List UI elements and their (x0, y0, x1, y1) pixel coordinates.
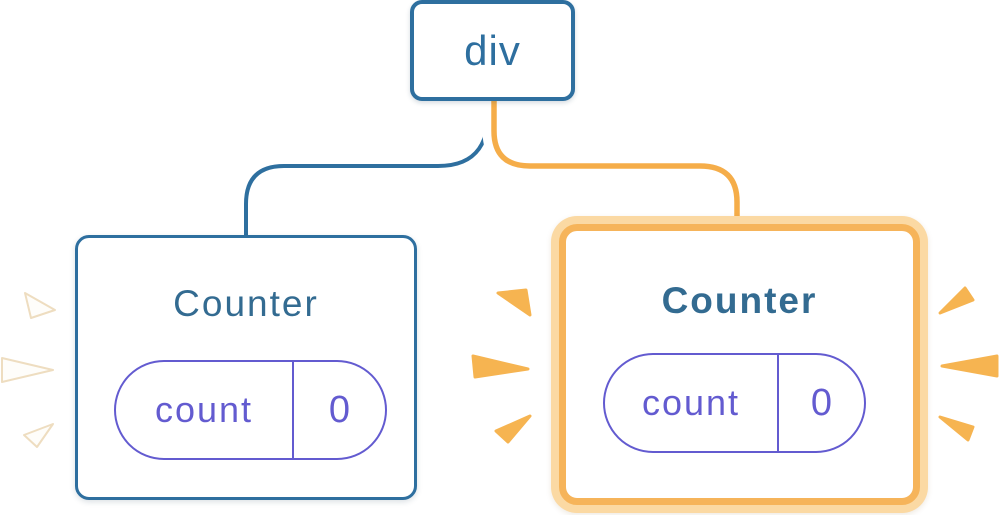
counter-card-right: Counter count 0 (559, 224, 920, 505)
burst-wedge-icon (938, 415, 975, 442)
counter-card-left: Counter count 0 (75, 235, 417, 500)
burst-right-card-right-icon (938, 286, 999, 442)
state-value: 0 (328, 388, 351, 431)
burst-left-card-icon (1, 292, 56, 448)
burst-wedge-icon (24, 292, 56, 319)
edge-div-to-left-counter (244, 99, 492, 238)
burst-right-card-left-icon (471, 288, 532, 444)
root-node-label: div (464, 26, 521, 74)
burst-wedge-icon (938, 286, 975, 315)
burst-wedge-icon (471, 354, 530, 379)
burst-wedge-icon (23, 423, 54, 448)
root-node-div: div (410, 0, 575, 101)
state-key: count (116, 362, 294, 458)
counter-title: Counter (661, 280, 818, 321)
burst-wedge-icon (496, 288, 532, 317)
burst-wedge-icon (494, 414, 532, 444)
burst-wedge-icon (940, 354, 999, 378)
state-pill: count 0 (603, 353, 866, 453)
counter-card-right-highlight-ring: Counter count 0 (551, 216, 928, 513)
state-pill: count 0 (114, 360, 387, 460)
state-value: 0 (810, 381, 833, 424)
state-key: count (605, 355, 779, 451)
edge-div-to-right-counter (491, 99, 740, 228)
counter-title: Counter (173, 283, 319, 324)
burst-wedge-icon (1, 357, 54, 383)
